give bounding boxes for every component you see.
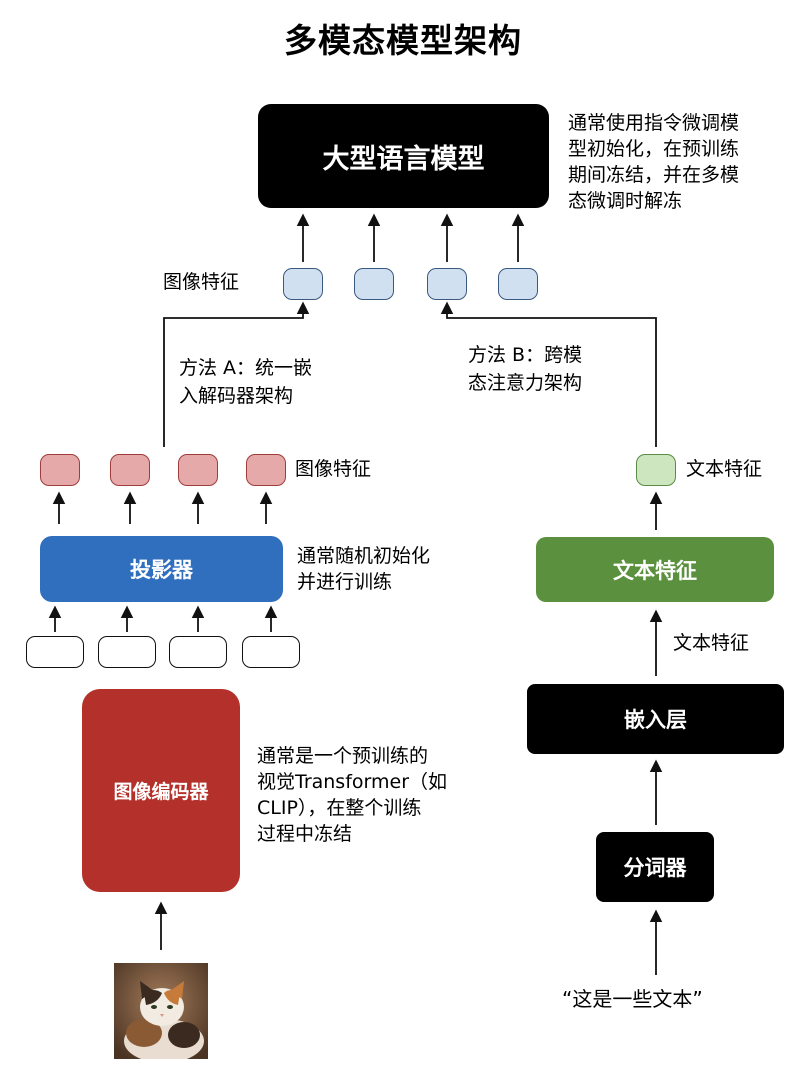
- image-encoder-note-line: CLIP），在整个训练: [257, 797, 422, 819]
- llm-box: 大型语言模型: [258, 104, 549, 208]
- feature-token: [283, 268, 323, 300]
- patch-token: [169, 636, 227, 668]
- text-feature-side-label: 文本特征: [673, 632, 750, 654]
- projector-note-line: 通常随机初始化: [297, 545, 431, 567]
- patch-token: [26, 636, 84, 668]
- image-features-mid-label: 图像特征: [295, 458, 372, 480]
- tokenizer-box: 分词器: [596, 832, 714, 902]
- patch-token: [98, 636, 156, 668]
- image-encoder-note-line: 视觉Transformer（如: [257, 771, 448, 793]
- method-b-line: 方法 B：跨模: [468, 344, 583, 366]
- method-b-label: 方法 B：跨模 态注意力架构: [468, 341, 582, 397]
- image-feature-token: [178, 454, 218, 486]
- embedding-layer-box: 嵌入层: [527, 684, 784, 754]
- image-feature-token: [40, 454, 80, 486]
- image-encoder-note-line: 过程中冻结: [257, 823, 353, 845]
- method-a-line: 方法 A：统一嵌: [179, 357, 313, 379]
- projector-note-line: 并进行训练: [297, 571, 393, 593]
- patch-token: [242, 636, 300, 668]
- method-a-path: [163, 301, 310, 447]
- feature-token: [354, 268, 394, 300]
- llm-note-line: 期间冻结，并在多模: [568, 164, 740, 186]
- llm-note: 通常使用指令微调模 型初始化，在预训练 期间冻结，并在多模 态微调时解冻: [568, 110, 793, 214]
- method-b-path: [440, 301, 657, 447]
- cat-photo-icon: [114, 963, 208, 1059]
- image-features-top-label: 图像特征: [163, 271, 240, 293]
- llm-note-line: 型初始化，在预训练: [568, 138, 740, 160]
- image-encoder-box: 图像编码器: [82, 689, 240, 892]
- text-feature-token: [636, 454, 676, 486]
- llm-note-line: 态微调时解冻: [568, 190, 683, 212]
- method-a-line: 入解码器架构: [179, 385, 294, 407]
- diagram-title: 多模态模型架构: [284, 21, 522, 60]
- feature-token: [498, 268, 538, 300]
- input-text: “这是一些文本”: [562, 987, 703, 1011]
- image-feature-token: [110, 454, 150, 486]
- text-feature-token-label: 文本特征: [686, 458, 763, 480]
- image-encoder-note-line: 通常是一个预训练的: [257, 745, 429, 767]
- image-encoder-note: 通常是一个预训练的 视觉Transformer（如 CLIP），在整个训练 过程…: [257, 743, 507, 847]
- projector-note: 通常随机初始化 并进行训练: [297, 543, 430, 595]
- llm-note-line: 通常使用指令微调模: [568, 112, 740, 134]
- method-b-line: 态注意力架构: [468, 372, 583, 394]
- image-feature-token: [246, 454, 286, 486]
- method-a-label: 方法 A：统一嵌 入解码器架构: [179, 354, 312, 410]
- feature-token: [427, 268, 467, 300]
- text-feature-box: 文本特征: [536, 537, 774, 602]
- projector-box: 投影器: [40, 536, 283, 602]
